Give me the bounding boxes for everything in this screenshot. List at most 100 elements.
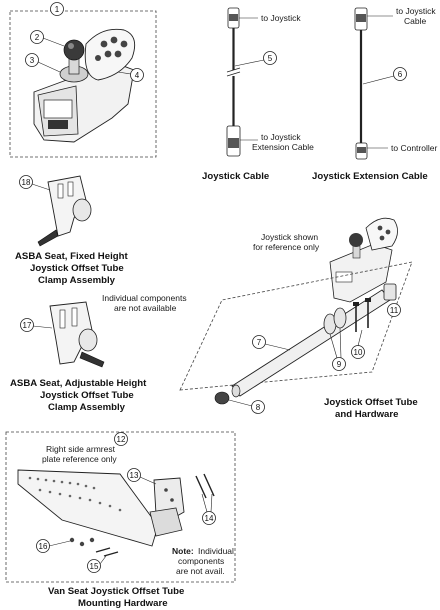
- van-seat-group: Right side armrest plate reference only …: [5, 431, 236, 609]
- callout-6: [393, 67, 407, 81]
- callout-17-label: 17: [23, 321, 32, 330]
- offset-tube-note-1: Joystick shown: [261, 232, 318, 242]
- offset-tube-caption-1: Joystick Offset Tube: [324, 397, 418, 408]
- leader-line: [264, 343, 291, 351]
- van-seat-boundary: [5, 431, 236, 583]
- joystick-cable-top-label: to Joystick: [261, 13, 301, 23]
- callout-17: [20, 318, 34, 332]
- asba-adjustable-caption-1: ASBA Seat, Adjustable Height: [10, 378, 147, 389]
- ext-cable-top-connector-ribs: [356, 14, 366, 22]
- fixed-clamp-slot: [67, 181, 74, 197]
- callout-16-label: 16: [39, 542, 48, 551]
- cable-bottom-connector-ribs: [228, 138, 239, 148]
- cable-break: [226, 67, 241, 77]
- leader-line: [357, 329, 363, 347]
- tube-end-cap: [214, 391, 230, 405]
- tube-plug: [383, 283, 397, 301]
- asba-adjustable-caption-2: Joystick Offset Tube: [40, 390, 134, 401]
- armrest-plate: [17, 469, 159, 547]
- asba-fixed-caption-2: Joystick Offset Tube: [30, 263, 124, 274]
- reference-joystick-knob: [349, 233, 363, 247]
- fixed-clamp-handle: [37, 229, 59, 247]
- fixed-clamp-slot: [57, 183, 64, 199]
- callout-8-label: 8: [256, 403, 261, 412]
- van-washer: [79, 541, 85, 547]
- leader-line: [139, 476, 157, 485]
- reference-joystick-button-icon: [377, 225, 383, 231]
- van-seat-note-label: Note:: [172, 546, 194, 556]
- ext-cable-bottom-connector-ribs: [357, 147, 366, 153]
- callout-15-label: 15: [90, 562, 99, 571]
- asba-fixed-caption-3: Clamp Assembly: [38, 275, 116, 286]
- tube-collar: [333, 307, 347, 329]
- extension-cable-top-label-2: Cable: [404, 16, 426, 26]
- callout-13-label: 13: [130, 471, 139, 480]
- tube-screw-head: [353, 302, 359, 306]
- callout-5-label: 5: [268, 54, 273, 63]
- leader-line: [48, 540, 71, 547]
- joystick-connector-block: [48, 120, 68, 129]
- joystick-knob: [63, 39, 85, 61]
- leader-line: [339, 327, 342, 359]
- offset-tube-end: [231, 384, 241, 398]
- tube-screw-head: [365, 298, 371, 302]
- extension-cable-caption: Joystick Extension Cable: [312, 171, 428, 182]
- van-bolt: [95, 547, 111, 553]
- van-screw: [195, 475, 207, 499]
- van-seat-caption-2: Mounting Hardware: [78, 598, 168, 609]
- callout-4: [130, 68, 144, 82]
- callout-15: [87, 559, 101, 573]
- van-seat-note-1: Right side armrest: [46, 444, 116, 454]
- callout-8: [251, 400, 265, 414]
- leader-line: [37, 61, 61, 73]
- callout-12: [114, 432, 128, 446]
- armrest-plate-holes: [28, 476, 122, 512]
- callout-1: [50, 2, 64, 16]
- callout-5: [263, 51, 277, 65]
- joystick-cable-caption: Joystick Cable: [202, 171, 269, 182]
- joystick-shaft: [68, 57, 80, 75]
- van-washer: [69, 537, 75, 543]
- callout-13: [127, 468, 141, 482]
- offset-tube-group: Joystick shown for reference only 7 8: [179, 217, 418, 420]
- callout-1-label: 1: [55, 5, 60, 14]
- van-washer: [89, 537, 95, 543]
- callout-18: [19, 175, 33, 189]
- asba-adjustable-note-1: Individual components: [102, 293, 187, 303]
- joystick-display: [43, 99, 73, 119]
- joystick-cable-bottom-label-1: to Joystick: [261, 132, 301, 142]
- fixed-clamp-bracket: [47, 175, 87, 237]
- callout-14-label: 14: [205, 514, 214, 523]
- joystick-knob-highlight: [68, 43, 74, 49]
- van-seat-note-rest-2: components: [178, 556, 224, 566]
- callout-9: [332, 357, 346, 371]
- callout-9-label: 9: [337, 360, 342, 369]
- asba-adjustable-clamp-group: Individual components are not available …: [10, 293, 187, 413]
- callout-11: [387, 303, 401, 317]
- leader-line: [362, 75, 395, 85]
- callout-12-label: 12: [117, 435, 126, 444]
- reference-joystick-button-icon: [379, 235, 385, 241]
- van-seat-note-2: plate reference only: [42, 454, 117, 464]
- callout-10-label: 10: [354, 348, 363, 357]
- van-clamp-block: [149, 507, 183, 537]
- callout-7-label: 7: [257, 338, 262, 347]
- leader-line: [234, 59, 265, 67]
- callout-18-label: 18: [22, 178, 31, 187]
- leader-line: [99, 555, 107, 565]
- extension-cable-bottom-label: to Controller: [391, 143, 437, 153]
- joystick-button-icon: [110, 36, 118, 44]
- adjustable-clamp-tube: [78, 328, 98, 352]
- joystick-assembly: 1 2 3 4: [9, 2, 157, 158]
- leader-line: [32, 325, 53, 329]
- adjustable-clamp-slot: [71, 307, 78, 327]
- leader-line: [201, 493, 208, 513]
- leader-line: [31, 183, 51, 191]
- reference-joystick-panel: [365, 217, 398, 251]
- van-seat-note-rest-3: are not avail.: [176, 566, 225, 576]
- offset-tube-boundary: [179, 261, 413, 391]
- callout-3: [25, 53, 39, 67]
- callout-14: [202, 511, 216, 525]
- van-seat-caption-1: Van Seat Joystick Offset Tube: [48, 586, 184, 597]
